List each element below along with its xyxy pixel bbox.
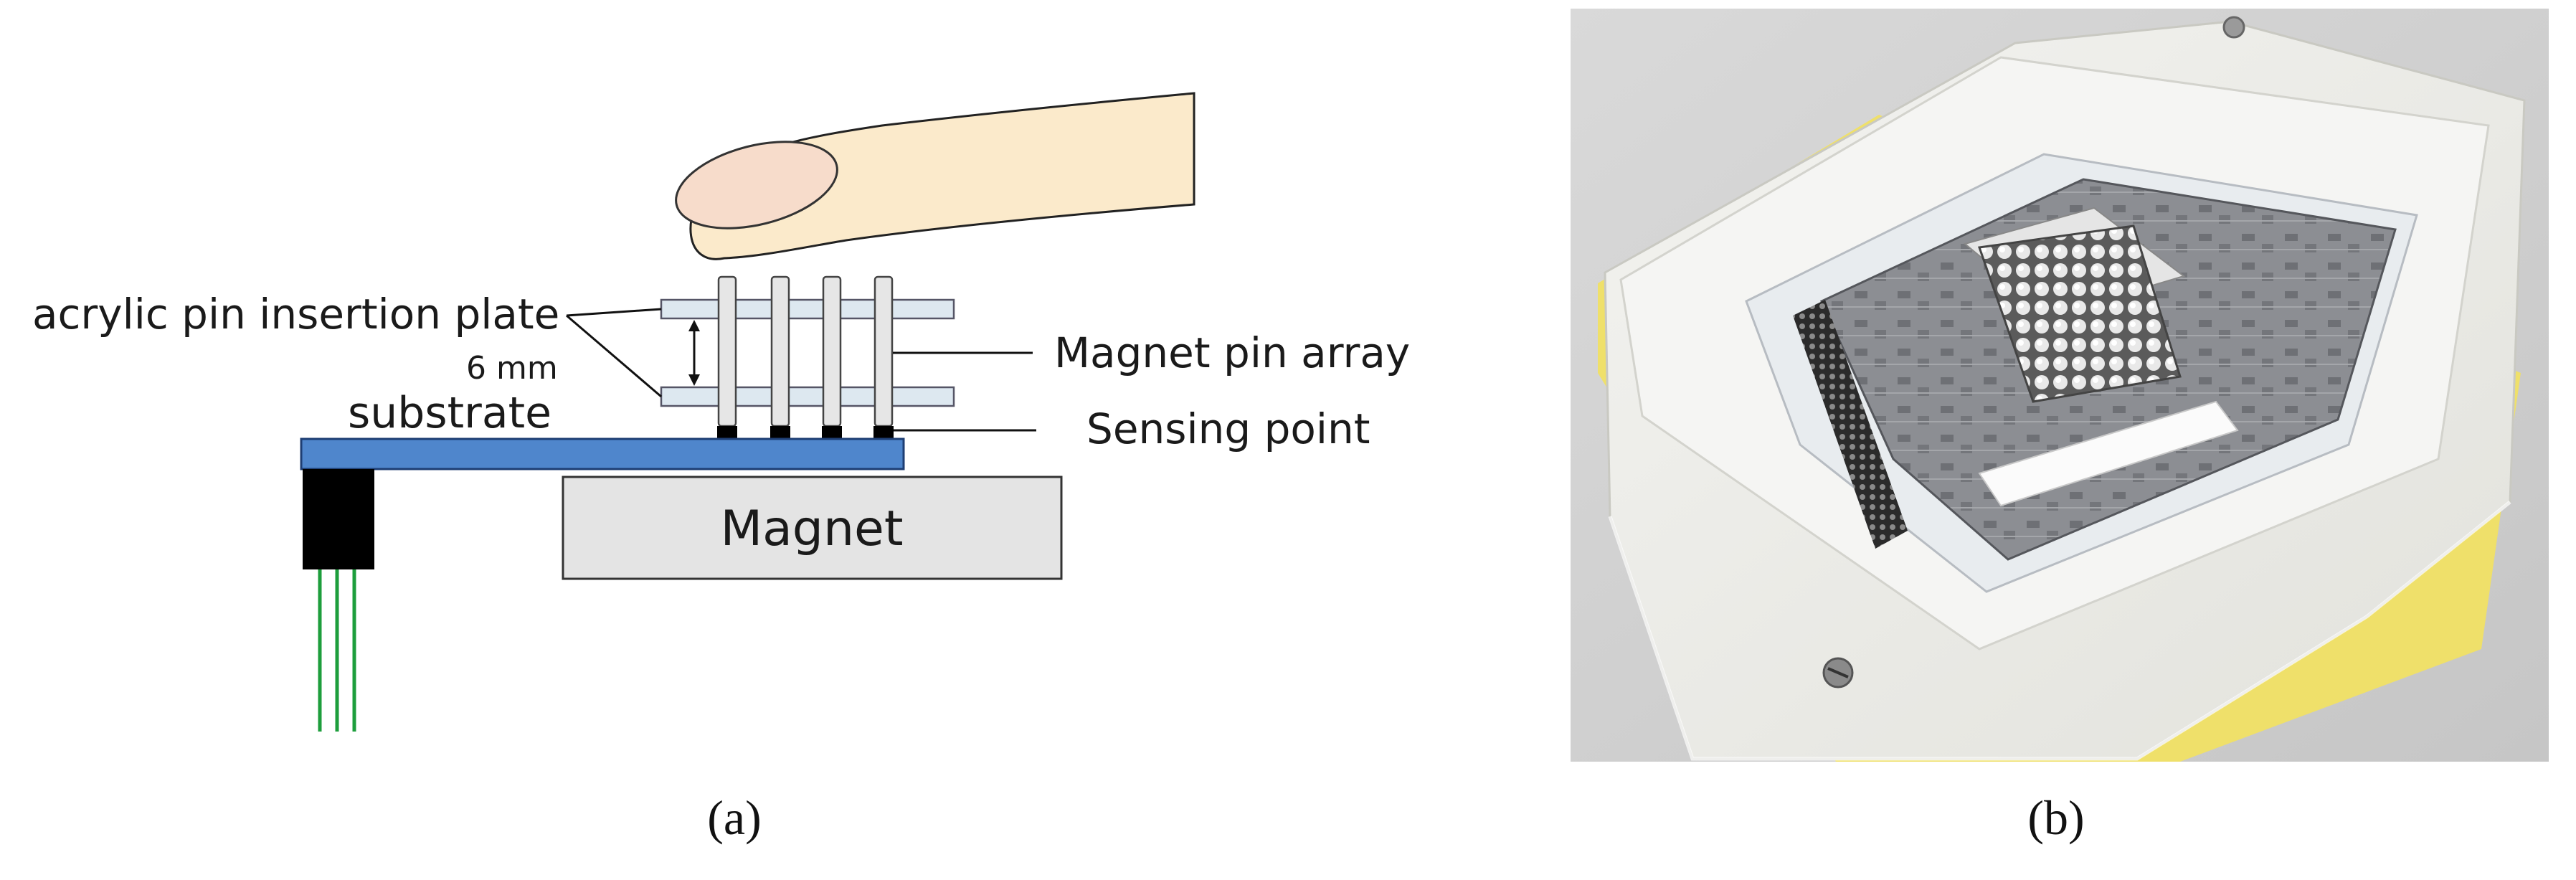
magnet-label: Magnet (720, 501, 903, 557)
screw-slot (1827, 667, 1849, 678)
panel-a-diagram: Magnet acrylic pin insertion plate 6 mm … (32, 92, 1410, 845)
upper-acrylic-plate (660, 298, 955, 320)
caption-a: (a) (707, 790, 761, 845)
magnet-pin (873, 275, 894, 427)
acrylic-plate-label: acrylic pin insertion plate (32, 290, 559, 339)
sensing-point (770, 426, 790, 439)
connector-block (303, 469, 374, 569)
substrate-label: substrate (348, 388, 551, 438)
sensing-point (822, 426, 842, 439)
sensing-point-label: Sensing point (1086, 404, 1370, 453)
screw (2222, 16, 2245, 39)
sensing-point (717, 426, 737, 439)
side-pin-strip (1793, 300, 1908, 549)
white-strip (1978, 400, 2239, 507)
gap-label: 6 mm (466, 350, 558, 387)
magnet-pin (770, 275, 790, 427)
panel-b-photo: (b) (1571, 9, 2549, 845)
gap-arrowhead-up (688, 320, 700, 331)
magnet-block (562, 476, 1063, 580)
fingernail (675, 141, 838, 230)
leader-line-plate (566, 314, 662, 398)
case-edge-highlight (1608, 501, 2511, 761)
caption-b: (b) (2027, 790, 2084, 845)
sensing-point (873, 426, 894, 439)
magnet-pin (717, 275, 737, 427)
gap-arrowhead-down (688, 374, 700, 386)
leader-line-plate (566, 308, 662, 317)
pin-array-label: Magnet pin array (1054, 328, 1410, 377)
lower-acrylic-plate (660, 386, 955, 407)
pin-matrix-grid (1977, 224, 2182, 403)
substrate-board (300, 437, 905, 470)
magnet-pin (822, 275, 842, 427)
